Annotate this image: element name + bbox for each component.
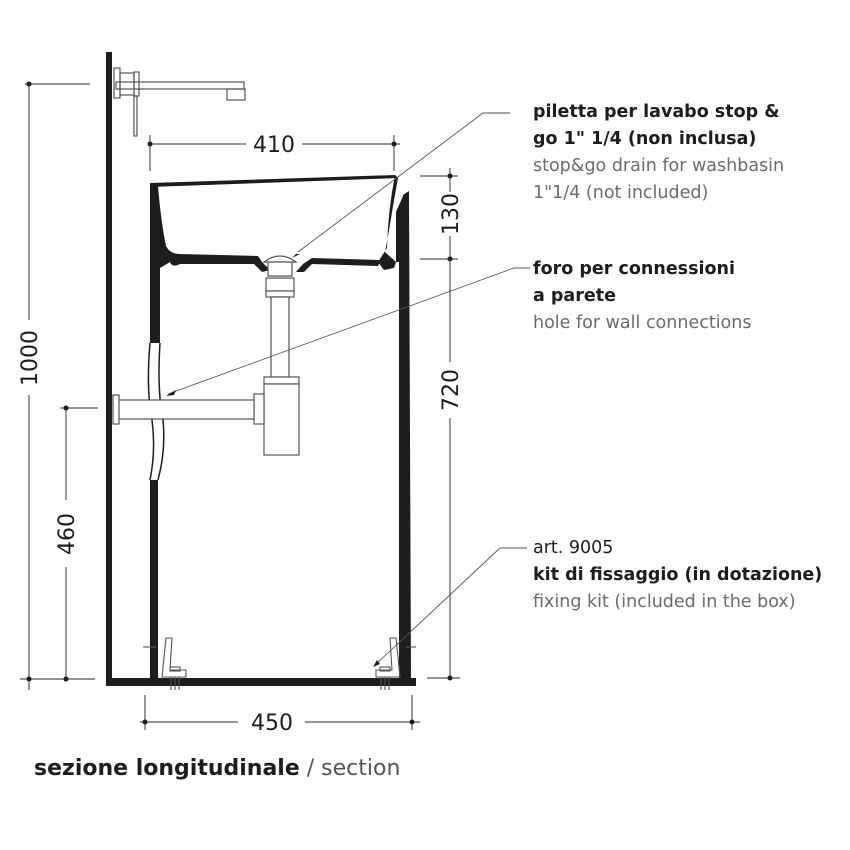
callout-drain-en-1: stop&go drain for washbasin (533, 156, 785, 176)
leader-lines (166, 112, 530, 667)
dim-130: 130 (439, 193, 464, 235)
callout-fixing-kit: art. 9005 kit di fissaggio (in dotazione… (533, 535, 822, 616)
drawing-title: sezione longitudinale / section (34, 756, 400, 781)
wall-connection-hole (147, 342, 165, 481)
callout-fixing-kit-en: fixing kit (included in the box) (533, 592, 796, 612)
title-english: section (321, 756, 401, 781)
dimension-lines (20, 81, 460, 730)
callout-fixing-kit-article: art. 9005 (533, 538, 614, 558)
title-italian: sezione longitudinale (34, 756, 300, 781)
title-separator: / (299, 756, 322, 781)
dim-460: 460 (55, 513, 80, 555)
dim-720: 720 (439, 369, 464, 411)
callout-wall-hole-it-1: foro per connessioni (533, 259, 735, 279)
dim-450: 450 (251, 711, 293, 736)
callout-fixing-kit-it: kit di fissaggio (in dotazione) (533, 565, 823, 585)
callout-drain: piletta per lavabo stop & go 1" 1/4 (non… (533, 99, 784, 207)
callout-wall-hole-en-1: hole for wall connections (533, 313, 752, 333)
callout-drain-it-1: piletta per lavabo stop & (533, 102, 780, 122)
floor (106, 678, 416, 686)
dim-410: 410 (253, 133, 295, 158)
callout-wall-hole: foro per connessioni a parete hole for w… (533, 256, 751, 337)
callout-wall-hole-it-2: a parete (533, 286, 616, 306)
fixing-kit (143, 637, 416, 690)
dim-1000: 1000 (18, 330, 43, 386)
wall (106, 52, 112, 685)
washbasin (150, 175, 411, 678)
drain-siphon (112, 255, 300, 456)
callout-drain-it-2: go 1" 1/4 (non inclusa) (533, 129, 757, 149)
callout-drain-en-2: 1"1/4 (not included) (533, 183, 709, 203)
faucet (113, 67, 246, 137)
